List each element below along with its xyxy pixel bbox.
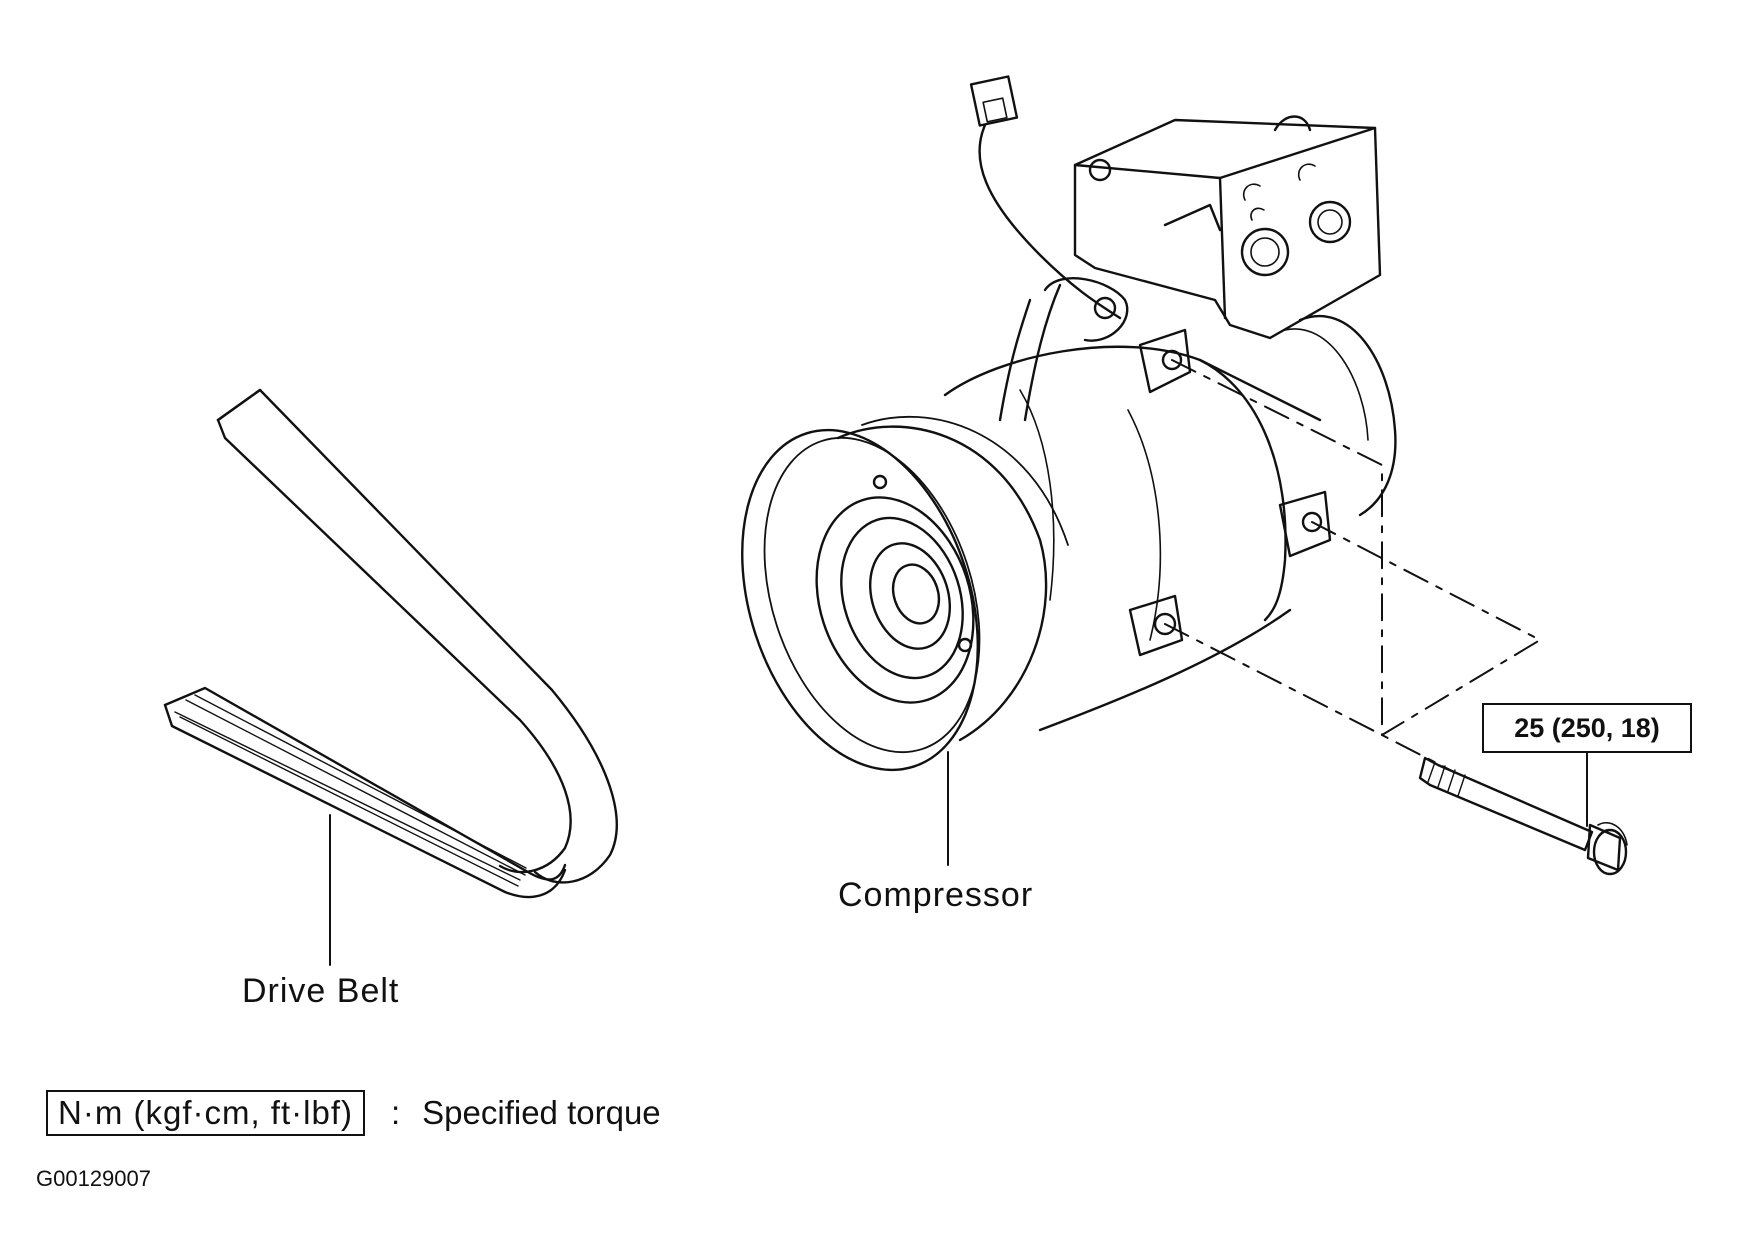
bolt-torque-callout: 25 (250, 18) — [1482, 703, 1692, 753]
torque-legend: N·m (kgf·cm, ft·lbf) : Specified torque — [46, 1090, 661, 1136]
compressor-label: Compressor — [838, 876, 1034, 914]
drive-belt — [163, 388, 618, 899]
figure-id: G00129007 — [36, 1166, 151, 1191]
legend-separator: : — [390, 1094, 401, 1131]
drive-belt-label: Drive Belt — [242, 972, 400, 1010]
bolt — [1418, 756, 1628, 876]
compressor — [741, 75, 1397, 772]
alignment-lines — [1164, 359, 1541, 771]
legend-description: Specified torque — [422, 1094, 661, 1131]
legend-units-box: N·m (kgf·cm, ft·lbf) — [46, 1090, 365, 1136]
